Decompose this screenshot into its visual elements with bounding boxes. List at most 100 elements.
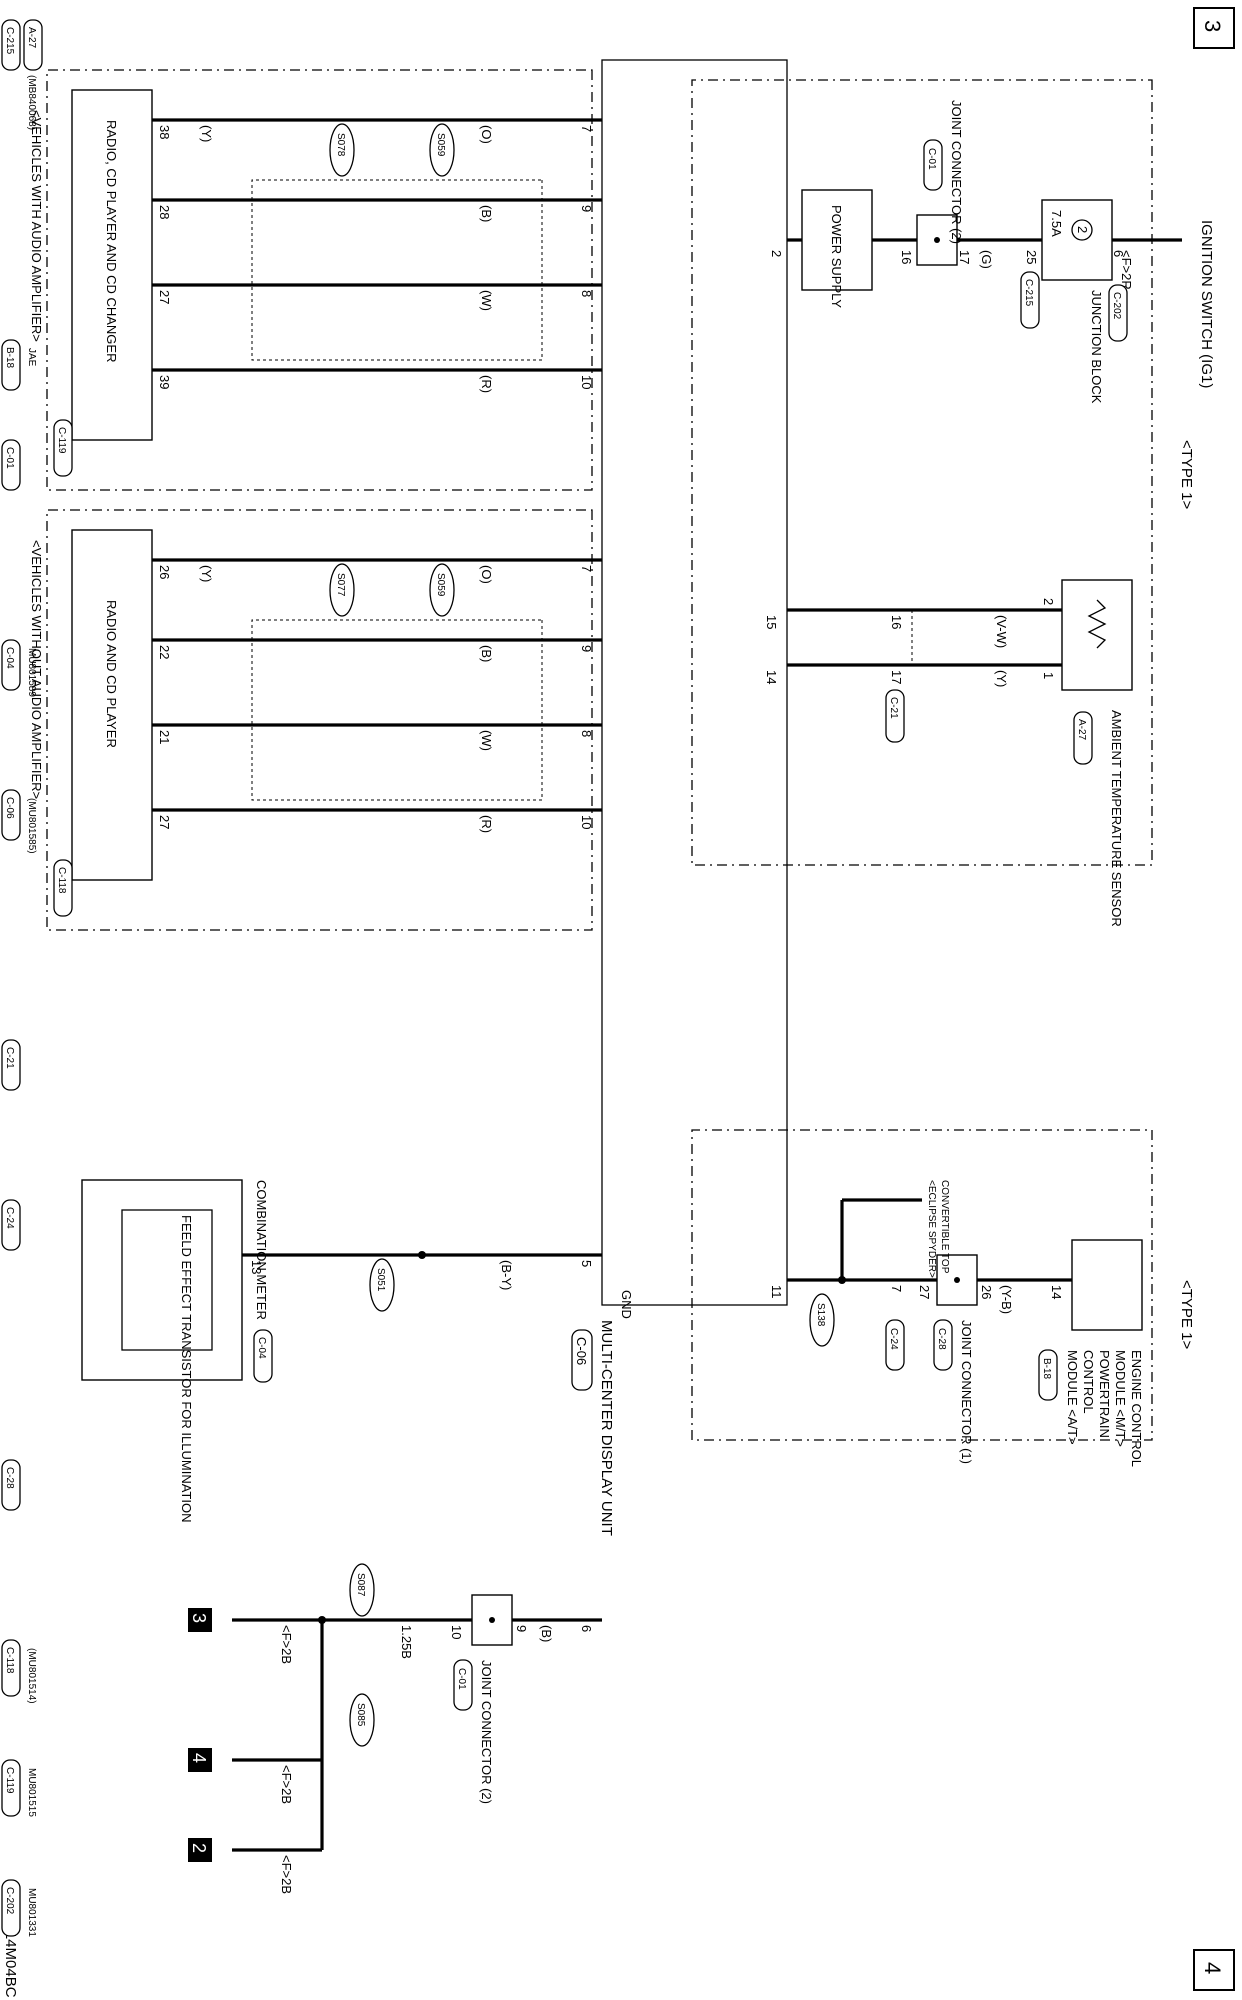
ignition-switch-label: IGNITION SWITCH (IG1) [1198, 220, 1215, 388]
radio-cd-changer-box [71, 89, 153, 441]
svg-text:A-27: A-27 [26, 27, 37, 49]
fuse-amp: 7.5A [1049, 210, 1064, 237]
splice-s051: S051 [375, 1268, 386, 1292]
svg-text:7: 7 [579, 125, 594, 132]
audio-amp-wires [152, 118, 602, 372]
splice-s078: S078 [335, 133, 346, 157]
svg-text:26: 26 [979, 1285, 994, 1299]
svg-text:C-118: C-118 [56, 867, 67, 894]
ambient-sensor-label: AMBIENT TEMPERATURE SENSOR [1109, 710, 1124, 927]
svg-text:<F>2B: <F>2B [279, 1765, 294, 1804]
type1-region-right [691, 1129, 1153, 1441]
svg-text:(W): (W) [479, 730, 494, 751]
type1-label-left: <TYPE 1> [1178, 440, 1195, 509]
svg-text:(Y-B): (Y-B) [999, 1285, 1014, 1314]
svg-text:4: 4 [189, 1753, 209, 1763]
power-supply-box [801, 189, 873, 291]
svg-text:27: 27 [157, 290, 172, 304]
svg-text:27: 27 [157, 815, 172, 829]
svg-text:(R): (R) [479, 815, 494, 833]
type1-region-left [691, 79, 1153, 866]
junction-block-label: JUNCTION BLOCK [1089, 290, 1104, 404]
junction-connector: C-202 [1111, 292, 1122, 320]
svg-text:C-06: C-06 [4, 797, 15, 819]
svg-text:C-202: C-202 [4, 1887, 15, 1915]
svg-text:16: 16 [899, 250, 914, 264]
no-audio-amp-wires [152, 558, 602, 812]
svg-text:(Y): (Y) [199, 125, 214, 142]
ignition-fuse-line: <F>2R [1119, 250, 1134, 290]
svg-text:2: 2 [189, 1843, 209, 1853]
svg-text:(W): (W) [479, 290, 494, 311]
splice-s138: S138 [815, 1303, 826, 1327]
mcd-connector-tag: C-06 [574, 1337, 589, 1365]
svg-text:(V-W): (V-W) [994, 615, 1009, 648]
splice-s085: S085 [355, 1703, 366, 1727]
mcd-unit-label: MULTI-CENTER DISPLAY UNIT [598, 1320, 615, 1536]
svg-text:27: 27 [917, 1285, 932, 1299]
svg-text:6: 6 [579, 1625, 594, 1632]
ecm-label-1: ENGINE CONTROL [1129, 1350, 1144, 1467]
svg-text:17: 17 [957, 250, 972, 264]
gnd-joint-label: JOINT CONNECTOR (2) [479, 1660, 494, 1804]
svg-text:16: 16 [889, 615, 904, 629]
svg-text:7: 7 [579, 565, 594, 572]
svg-text:MU801331: MU801331 [26, 1888, 37, 1937]
svg-text:C-24: C-24 [4, 1207, 15, 1229]
svg-text:C-21: C-21 [888, 697, 899, 719]
svg-text:(Y): (Y) [199, 565, 214, 582]
svg-text:6: 6 [1111, 250, 1126, 257]
splice-s059-a: S059 [435, 133, 446, 157]
eclipse-label: <ECLIPSE SPYDER> [926, 1180, 937, 1278]
svg-text:5: 5 [579, 1260, 594, 1267]
convertible-label: CONVERTIBLE TOP [939, 1180, 950, 1274]
radio-cd-changer-label: RADIO, CD PLAYER AND CD CHANGER [104, 120, 119, 362]
svg-text:9: 9 [579, 205, 594, 212]
svg-text:39: 39 [157, 375, 172, 389]
svg-text:C-28: C-28 [936, 1328, 947, 1350]
connector-index: A-27 C-215 B-18 C-01 C-04 C-06 C-21 C-24… [1, 19, 43, 1937]
with-audio-amp-label: <VEHICLES WITH AUDIO AMPLIFIER> [29, 110, 44, 342]
svg-text:C-28: C-28 [4, 1467, 15, 1489]
radio-cd-player-box [71, 529, 153, 881]
svg-text:C-01: C-01 [456, 1668, 467, 1690]
svg-text:C-01: C-01 [926, 148, 937, 170]
svg-text:8: 8 [579, 730, 594, 737]
svg-text:C-04: C-04 [256, 1337, 267, 1359]
svg-text:B-18: B-18 [1041, 1358, 1052, 1380]
svg-text:C-01: C-01 [4, 447, 15, 469]
joint-connector-c01-label: JOINT CONNECTOR (2) [949, 100, 964, 244]
svg-text:8: 8 [579, 290, 594, 297]
svg-text:1.25B: 1.25B [399, 1625, 414, 1659]
connector-part-numbers: (MB840068) JAE MU801589 (MU801585) (MU80… [26, 75, 37, 1937]
svg-text:10: 10 [449, 1625, 464, 1639]
svg-text:(B): (B) [479, 205, 494, 222]
svg-text:C-119: C-119 [4, 1767, 15, 1794]
page-number-left: 3 [1193, 7, 1235, 49]
svg-text:9: 9 [514, 1625, 529, 1632]
svg-text:(R): (R) [479, 375, 494, 393]
svg-text:(MU801514): (MU801514) [26, 1648, 37, 1704]
splice-s087: S087 [355, 1573, 366, 1597]
radio-cd-player-label: RADIO AND CD PLAYER [104, 600, 119, 748]
svg-text:11: 11 [769, 1285, 784, 1299]
ground-marker-4: 4 [188, 1748, 212, 1772]
svg-text:C-119: C-119 [56, 427, 67, 454]
svg-text:C-118: C-118 [4, 1647, 15, 1674]
svg-text:C-24: C-24 [888, 1328, 899, 1350]
without-audio-amp-label: <VEHICLES WITHOUT AUDIO AMPLIFIER> [29, 540, 44, 799]
svg-text:(MU801585): (MU801585) [26, 798, 37, 854]
svg-text:28: 28 [157, 205, 172, 219]
svg-text:<F>2B: <F>2B [279, 1625, 294, 1664]
junction-out-connector: C-215 [1023, 279, 1034, 307]
svg-text:9: 9 [579, 645, 594, 652]
svg-text:21: 21 [157, 730, 172, 744]
power-supply-label: POWER SUPPLY [829, 205, 844, 308]
svg-text:22: 22 [157, 645, 172, 659]
svg-text:10: 10 [579, 815, 594, 829]
without-audio-amp-region [46, 509, 593, 931]
svg-text:MU801515: MU801515 [26, 1768, 37, 1817]
svg-text:B-18: B-18 [4, 347, 15, 369]
